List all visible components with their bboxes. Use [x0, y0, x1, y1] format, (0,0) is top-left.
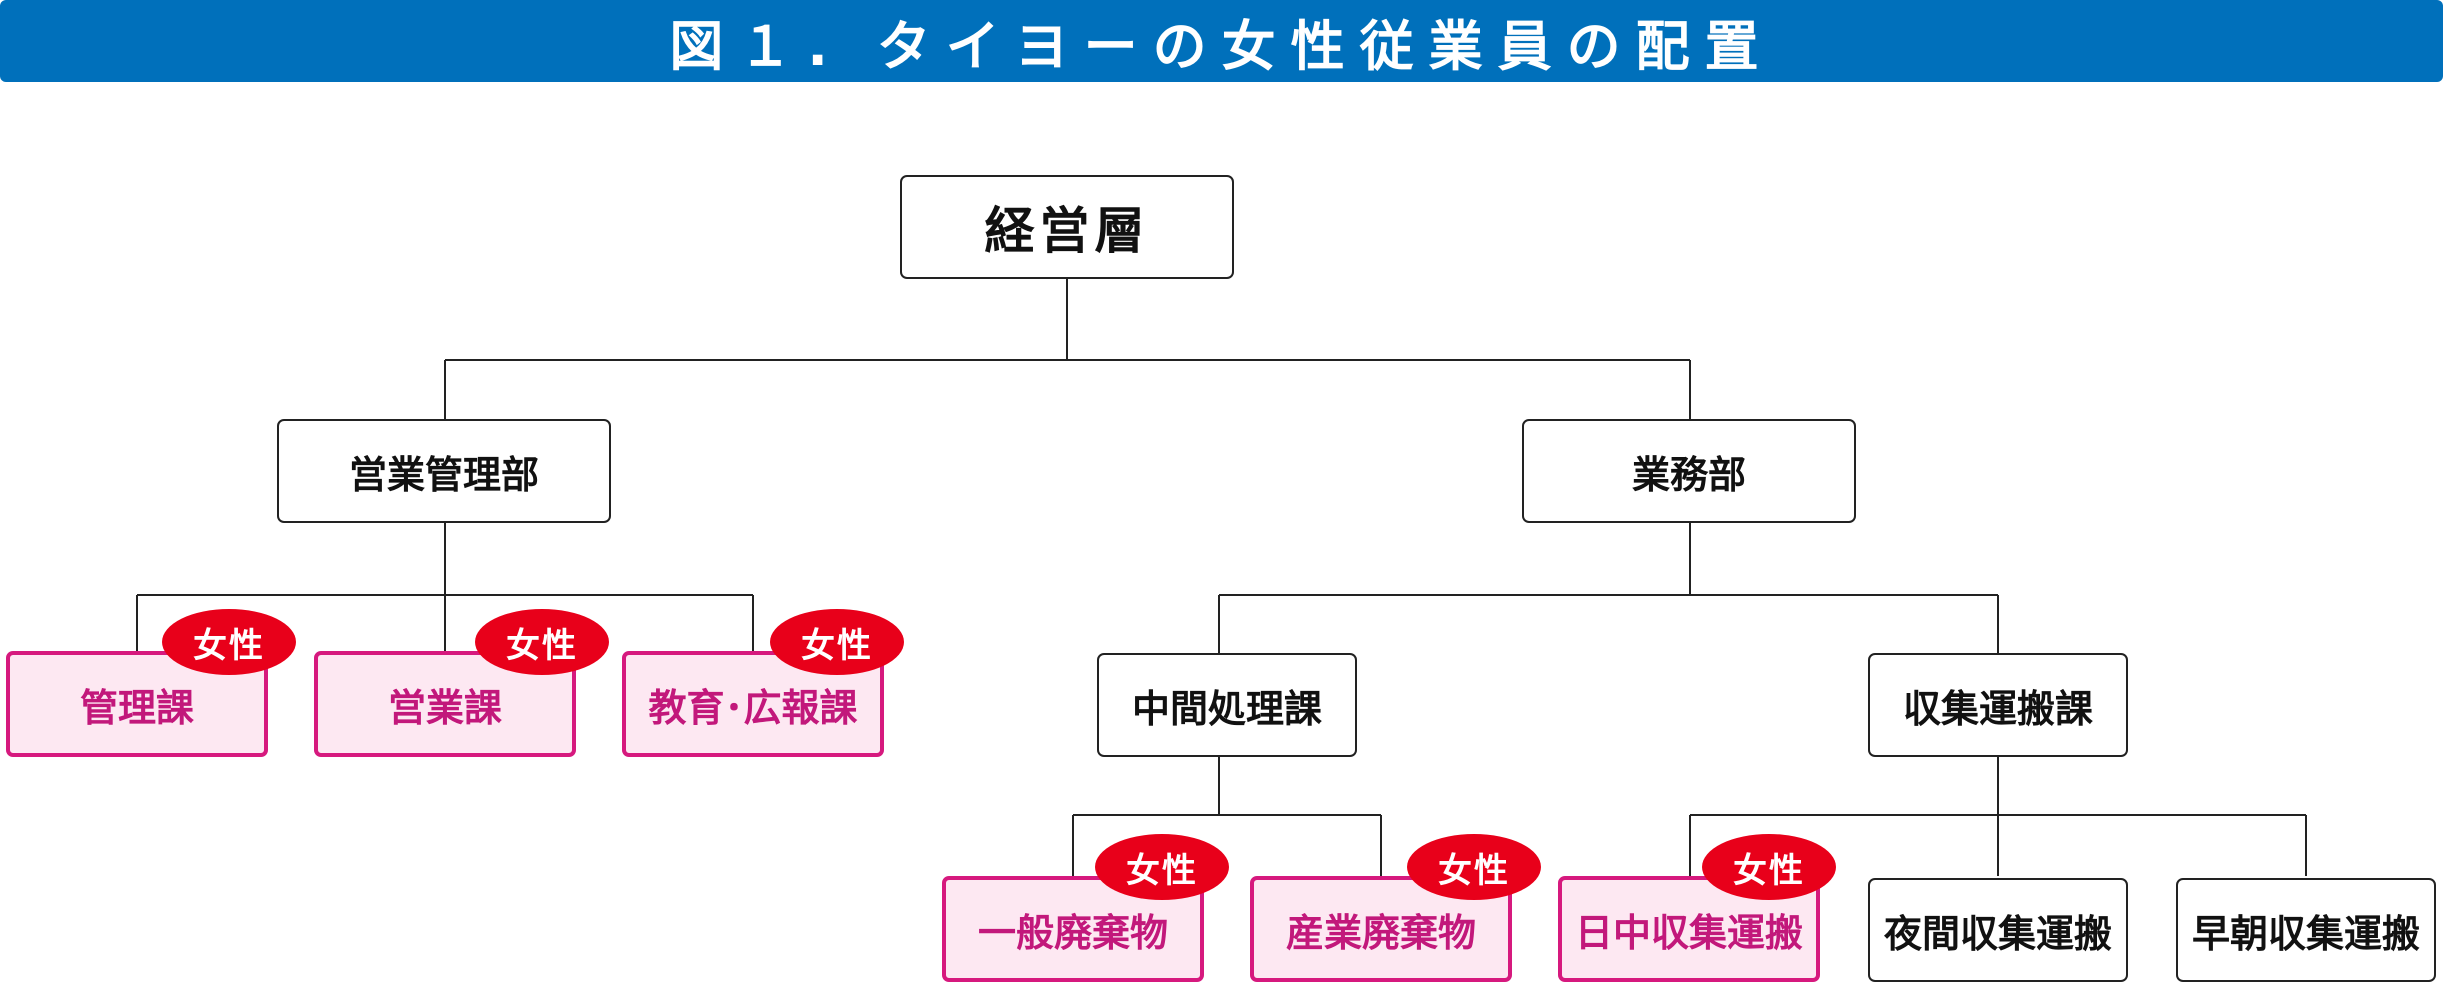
- node-label: 中間処理課: [1131, 686, 1322, 731]
- female-badge: 女性: [1095, 834, 1229, 900]
- node-label: 夜間収集運搬: [1883, 911, 2112, 956]
- female-badge: 女性: [475, 609, 609, 675]
- title-banner: 図１. タイヨーの女性従業員の配置: [0, 0, 2443, 82]
- node-label: 早朝収集運搬: [2191, 911, 2420, 956]
- female-badge: 女性: [770, 609, 904, 675]
- node-executive: 経営層: [900, 175, 1234, 279]
- node-label: 管理課: [79, 685, 194, 730]
- node-label: 営業課: [387, 685, 502, 730]
- chart-title: 図１. タイヨーの女性従業員の配置: [669, 14, 1774, 78]
- node-intermediate-processing-section: 中間処理課: [1097, 653, 1357, 757]
- node-operations-dept: 業務部: [1522, 419, 1856, 523]
- female-badge: 女性: [1407, 834, 1541, 900]
- female-badge: 女性: [1702, 834, 1836, 900]
- female-badge: 女性: [162, 609, 296, 675]
- node-label: 業務部: [1631, 452, 1746, 497]
- node-night-collection: 夜間収集運搬: [1868, 878, 2128, 982]
- node-sales-management-dept: 営業管理部: [277, 419, 611, 523]
- node-label: 経営層: [984, 202, 1150, 260]
- node-label: 収集運搬課: [1902, 686, 2093, 731]
- node-label: 産業廃棄物: [1285, 910, 1476, 955]
- node-collection-transport-section: 収集運搬課: [1868, 653, 2128, 757]
- node-early-morning-collection: 早朝収集運搬: [2176, 878, 2436, 982]
- node-label: 日中収集運搬: [1574, 910, 1803, 955]
- node-label: 一般廃棄物: [977, 910, 1168, 955]
- node-label: 教育･広報課: [648, 685, 858, 730]
- node-label: 営業管理部: [348, 452, 539, 497]
